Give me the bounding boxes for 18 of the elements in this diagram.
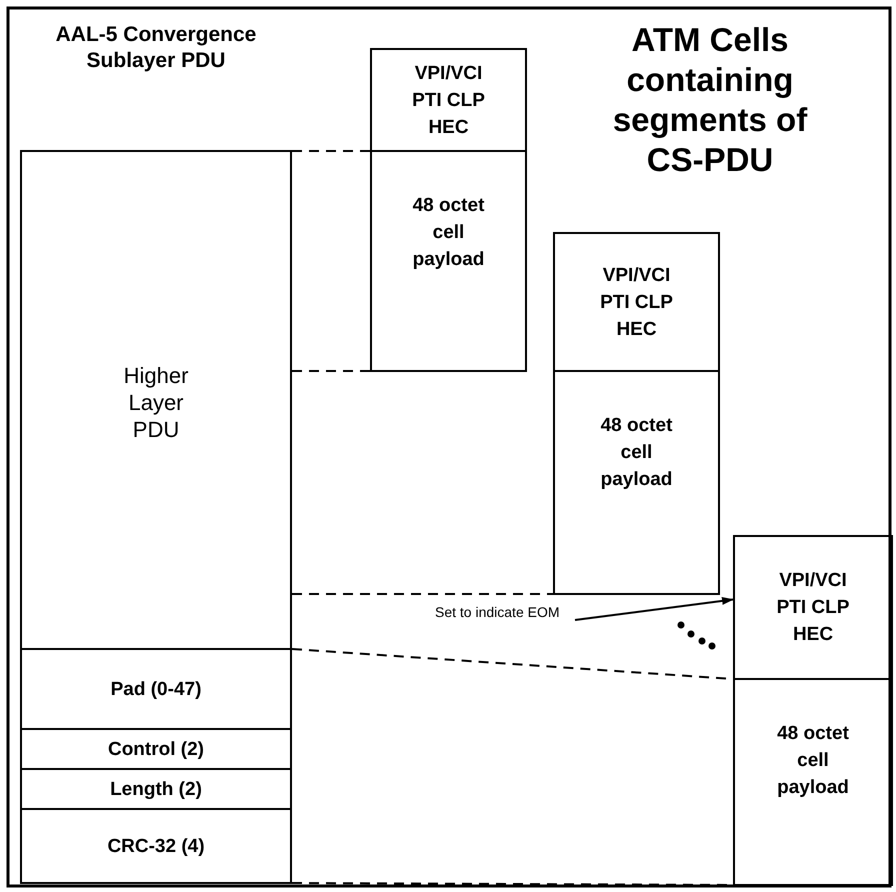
cell-payload-box: 48 octet cell payload [370, 150, 527, 372]
pdu-field-box: Pad (0-47) [20, 648, 292, 730]
pdu-field-box: CRC-32 (4) [20, 808, 292, 884]
cell-payload-box: 48 octet cell payload [733, 678, 893, 886]
guide-line [292, 370, 370, 372]
section-heading: AAL-5 Convergence Sublayer PDU [54, 22, 258, 74]
annotation-text: Set to indicate EOM [435, 600, 575, 624]
pdu-field-box: Control (2) [20, 728, 292, 770]
pdu-field-box: Higher Layer PDU [20, 150, 292, 650]
diagram-title: ATM Cells containing segments of CS-PDU [612, 20, 808, 180]
cell-payload-box: 48 octet cell payload [553, 370, 720, 595]
guide-line [292, 593, 553, 595]
guide-line [292, 150, 370, 152]
cell-header-box: VPI/VCI PTI CLP HEC [370, 48, 527, 152]
cell-header-box: VPI/VCI PTI CLP HEC [553, 232, 720, 372]
arrow [574, 596, 734, 621]
pdu-field-box: Length (2) [20, 768, 292, 810]
cell-header-box: VPI/VCI PTI CLP HEC [733, 535, 893, 680]
